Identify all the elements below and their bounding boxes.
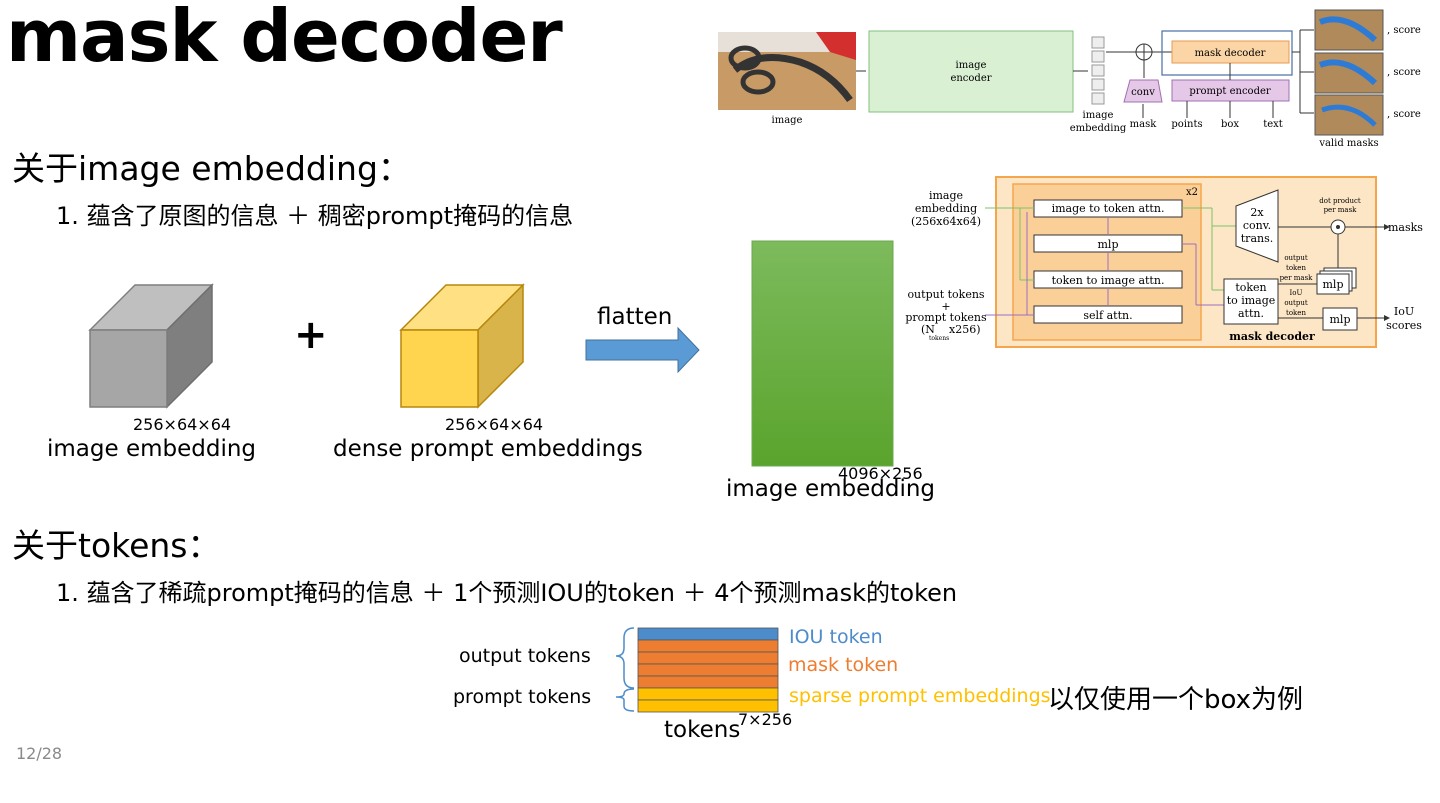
flatten-arrow [585,326,700,374]
conv-box [1123,79,1163,103]
score-label-2: , score [1387,67,1421,78]
conv-trans-box [1235,189,1279,263]
encoder-label-1: image [956,60,987,71]
mask-token-label: mask token [788,654,899,676]
iou-mlp-label: mlp [1330,313,1351,326]
sparse-token-row [637,699,779,713]
detail-tok-label-1: output tokens [907,288,984,301]
text-label: text [1263,119,1283,130]
detail-tok-label-4: (N [921,323,935,336]
dot-product-label-1: dot product [1319,197,1361,205]
sparse-label: sparse prompt embeddings [789,685,1051,707]
prompt-tokens-label: prompt tokens [453,686,592,708]
flatten-label: flatten [597,304,673,330]
tti-right-label-1: token [1235,281,1266,294]
conv-trans-label-2: conv. [1243,219,1271,232]
conv-trans-label-1: 2x [1250,206,1264,219]
embedding-stack [1091,36,1105,105]
flat-label: image embedding [726,476,936,502]
mask-decoder-label: mask decoder [1195,48,1266,59]
box-label: box [1221,119,1239,130]
mask-input-label: mask [1130,119,1158,130]
self-attn-label: self attn. [1083,309,1132,322]
prompt-brace [615,688,635,712]
encoder-label-2: encoder [950,73,991,84]
valid-masks-label: valid masks [1318,138,1378,149]
plus-sign: + [294,312,328,358]
points-label: points [1171,119,1202,130]
conv-trans-label-3: trans. [1241,232,1273,245]
tti-right-label-3: attn. [1238,307,1264,320]
detail-footer: mask decoder [1229,330,1315,343]
otpm-label-3: per mask [1280,274,1314,282]
detail-tok-label-6: x256) [949,323,981,336]
detail-emb-label-2: embedding [915,202,977,215]
cube1-label: image embedding [47,436,257,462]
conv-label: conv [1131,87,1155,98]
dot-product-label-2: per mask [1324,206,1358,214]
tokens-dim: 7×256 [738,710,793,729]
cube2-dim: 256×64×64 [445,415,544,434]
detail-tok-label-2: + [941,300,950,313]
iou-scores-label-1: IoU [1394,305,1414,318]
sam-image-label: image [772,115,803,126]
section1-bullet: 1. 蕴含了原图的信息 ＋ 稠密prompt掩码的信息 [56,202,574,230]
section1-heading: 关于image embedding： [12,149,411,188]
image-encoder-box [868,30,1074,113]
section2-bullet: 1. 蕴含了稀疏prompt掩码的信息 ＋ 1个预测IOU的token ＋ 4个… [56,579,958,607]
iou-mlp-box [1322,307,1358,331]
detail-tok-label-5: tokens [929,335,949,342]
cube2-label: dense prompt embeddings [333,436,643,462]
iou-ot-label-3: token [1286,309,1306,317]
box-example-note: 以仅使用一个box为例 [1048,685,1303,715]
flat-embedding-rect [751,240,894,467]
detail-emb-label-1: image [929,189,963,202]
valid-mask-thumbnails [1314,9,1384,136]
cube1-dim: 256×64×64 [133,415,232,434]
output-tokens-label: output tokens [459,645,591,667]
tti-right-label-2: to image [1227,294,1276,307]
iou-scores-label-2: scores [1386,319,1422,332]
tokens-label: tokens [664,717,741,743]
mask-mlp-label: mlp [1323,278,1344,291]
otpm-label-1: output [1284,254,1308,262]
detail-emb-label-3: (256x64x64) [911,215,981,228]
dense-prompt-cube [399,283,525,409]
embedding-label-1: image [1083,110,1114,121]
score-label-3: , score [1387,109,1421,120]
image-to-token-label: image to token attn. [1052,202,1165,215]
x2-label: x2 [1186,187,1198,198]
embedding-label-2: embedding [1070,123,1127,134]
mlp-label: mlp [1098,238,1119,251]
input-image [718,32,856,110]
iou-ot-label-1: IoU [1290,289,1303,297]
image-embedding-cube [88,283,214,409]
masks-out-label: masks [1388,221,1423,234]
prompt-encoder-label: prompt encoder [1189,86,1271,97]
detail-tok-label-3: prompt tokens [905,311,987,324]
output-brace [615,627,635,689]
flat-dim: 4096×256 [838,464,923,483]
score-label-1: , score [1387,25,1421,36]
section2-heading: 关于tokens： [12,526,221,565]
token-to-image-right-box [1223,278,1279,325]
slide-title: mask decoder [6,0,563,78]
iou-token-label: IOU token [789,626,883,648]
token-to-image-label: token to image attn. [1052,274,1165,287]
page-number: 12/28 [16,744,63,763]
otpm-label-2: token [1286,264,1306,272]
iou-ot-label-2: output [1284,299,1308,307]
